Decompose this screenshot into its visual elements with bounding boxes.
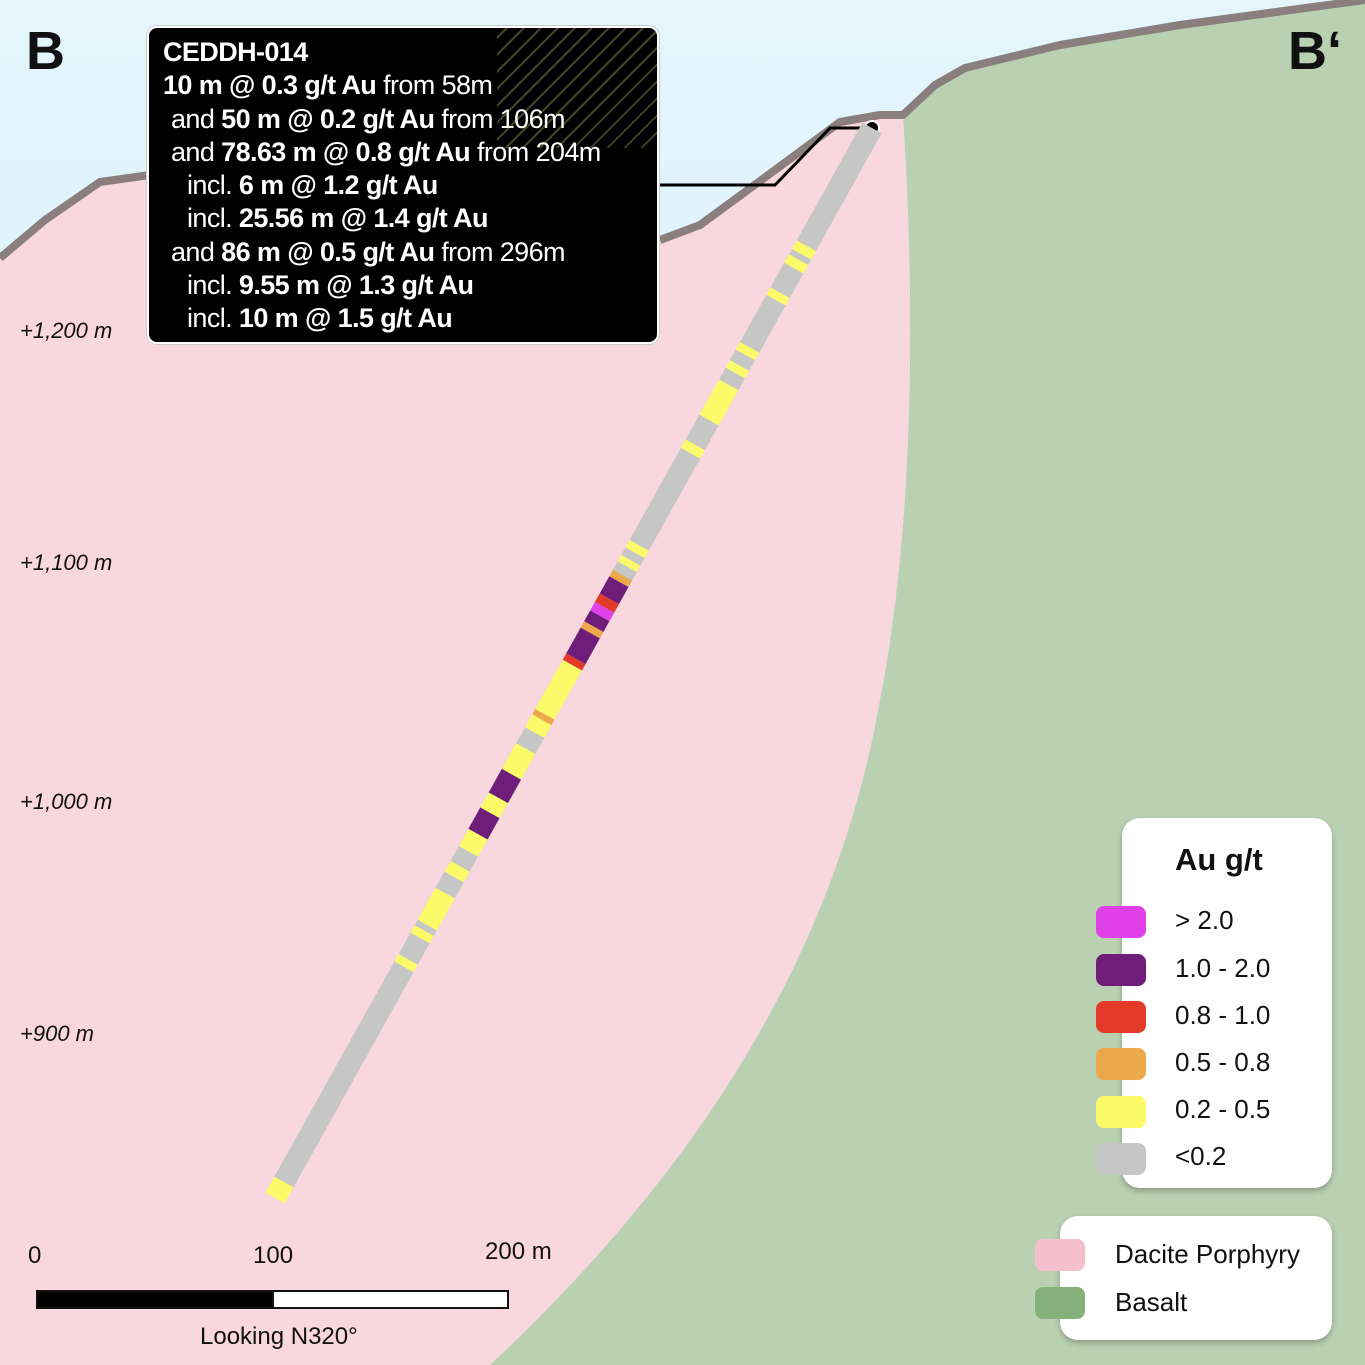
lithology-swatch bbox=[1035, 1287, 1085, 1319]
view-direction: Looking N320° bbox=[200, 1323, 358, 1350]
scale-tick-label: 0 bbox=[28, 1242, 42, 1269]
intercept-line: and 50 m @ 0.2 g/t Au from 106m bbox=[163, 103, 643, 136]
scale-bar-white bbox=[272, 1290, 509, 1309]
grade-swatch bbox=[1096, 1143, 1146, 1175]
callout-leader-line bbox=[660, 126, 872, 187]
assay-interval bbox=[590, 602, 615, 622]
intercept-prefix: and bbox=[171, 236, 222, 267]
grade-label: 0.8 - 1.0 bbox=[1175, 1000, 1271, 1030]
grade-legend bbox=[1122, 818, 1332, 1188]
assay-interval bbox=[584, 610, 610, 632]
assay-interval bbox=[394, 954, 418, 973]
intercept-line: incl. 25.56 m @ 1.4 g/t Au bbox=[163, 202, 643, 235]
intercept-interval: 78.63 m @ 0.8 g/t Au bbox=[221, 136, 471, 167]
scale-bar-black bbox=[36, 1290, 274, 1309]
lithology-label: Basalt bbox=[1115, 1287, 1188, 1317]
intercept-line: incl. 6 m @ 1.2 g/t Au bbox=[163, 169, 643, 202]
intercept-prefix: incl. bbox=[187, 203, 239, 234]
grade-label: 0.2 - 0.5 bbox=[1175, 1094, 1271, 1124]
intercept-suffix: from 58m bbox=[376, 70, 493, 101]
assay-interval bbox=[625, 539, 649, 559]
elevation-label: +900 m bbox=[20, 1021, 94, 1046]
elevation-label: +1,200 m bbox=[20, 318, 113, 343]
elevation-label: +1,000 m bbox=[20, 789, 113, 814]
assay-interval bbox=[535, 659, 582, 720]
assay-interval bbox=[680, 439, 705, 459]
assay-interval bbox=[417, 909, 443, 931]
grade-label: 0.5 - 0.8 bbox=[1175, 1047, 1271, 1077]
intercept-line: incl. 9.55 m @ 1.3 g/t Au bbox=[163, 269, 643, 302]
assay-interval bbox=[699, 379, 739, 426]
assay-interval bbox=[784, 254, 809, 274]
intercept-prefix: incl. bbox=[187, 170, 239, 201]
assay-interval bbox=[410, 925, 434, 944]
grade-label: > 2.0 bbox=[1175, 905, 1234, 935]
assay-interval bbox=[488, 768, 522, 804]
assay-interval bbox=[501, 743, 536, 780]
hole-id: CEDDH-014 bbox=[163, 37, 308, 67]
assay-interval bbox=[265, 1176, 294, 1204]
intercept-prefix: and bbox=[171, 136, 222, 167]
section-left-label: B bbox=[26, 21, 65, 81]
assay-interval bbox=[566, 627, 600, 665]
grade-swatch bbox=[1096, 906, 1146, 938]
grade-swatch bbox=[1096, 1048, 1146, 1080]
intercept-suffix: from 296m bbox=[434, 236, 565, 267]
assay-interval bbox=[525, 714, 552, 738]
assay-interval bbox=[766, 287, 790, 306]
assay-interval bbox=[609, 569, 633, 588]
assay-interval bbox=[617, 554, 641, 573]
intercept-interval: 10 m @ 1.5 g/t Au bbox=[238, 303, 453, 334]
intercept-interval: 86 m @ 0.5 g/t Au bbox=[221, 236, 435, 267]
section-right-label: B‘ bbox=[1288, 21, 1342, 81]
assay-interval bbox=[580, 621, 604, 639]
lithology-legend bbox=[1060, 1216, 1332, 1340]
assay-interval bbox=[423, 887, 455, 920]
grade-swatch bbox=[1096, 954, 1146, 986]
intercept-suffix: from 204m bbox=[470, 136, 601, 167]
lithology-label: Dacite Porphyry bbox=[1115, 1239, 1300, 1269]
dacite-porphyry-unit bbox=[0, 115, 911, 1365]
grade-label: <0.2 bbox=[1175, 1141, 1227, 1171]
topographic-surface bbox=[0, 0, 1365, 262]
assay-intervals bbox=[265, 240, 816, 1204]
grade-swatch bbox=[1096, 1096, 1146, 1128]
grade-swatch bbox=[1096, 1001, 1146, 1033]
assay-interval bbox=[791, 240, 816, 260]
intercept-line: incl. 10 m @ 1.5 g/t Au bbox=[163, 302, 643, 335]
intercept-interval: 6 m @ 1.2 g/t Au bbox=[238, 170, 438, 201]
grade-legend-title: Au g/t bbox=[1175, 842, 1263, 877]
callout-hatching bbox=[497, 28, 657, 148]
assay-interval bbox=[599, 576, 629, 605]
intercept-suffix: from 106m bbox=[434, 103, 565, 134]
intercept-interval: 25.56 m @ 1.4 g/t Au bbox=[238, 203, 489, 234]
assay-interval bbox=[594, 593, 619, 613]
assay-interval bbox=[562, 653, 586, 671]
assay-interval bbox=[444, 860, 470, 883]
scale-tick-label: 200 m bbox=[485, 1238, 552, 1265]
assay-interval bbox=[735, 341, 760, 361]
intercept-interval: 50 m @ 0.2 g/t Au bbox=[221, 103, 435, 134]
elevation-label: +1,100 m bbox=[20, 550, 113, 575]
intercept-line: and 78.63 m @ 0.8 g/t Au from 204m bbox=[163, 136, 643, 169]
scale-tick-label: 100 bbox=[253, 1242, 294, 1269]
drill-hole-callout: CEDDH-014 10 m @ 0.3 g/t Au from 58m and… bbox=[147, 26, 659, 344]
assay-interval bbox=[458, 828, 488, 857]
intercept-interval: 10 m @ 0.3 g/t Au bbox=[163, 70, 377, 101]
assay-interval bbox=[480, 792, 508, 819]
intercept-interval: 9.55 m @ 1.3 g/t Au bbox=[238, 270, 474, 301]
intercept-prefix: and bbox=[171, 103, 222, 134]
grade-label: 1.0 - 2.0 bbox=[1175, 953, 1271, 983]
intercept-prefix: incl. bbox=[187, 270, 239, 301]
intercept-prefix: incl. bbox=[187, 303, 239, 334]
intercept-line: and 86 m @ 0.5 g/t Au from 296m bbox=[163, 236, 643, 269]
assay-interval bbox=[468, 807, 500, 840]
assay-interval bbox=[532, 709, 555, 726]
assay-interval bbox=[725, 360, 750, 379]
lithology-swatch bbox=[1035, 1239, 1085, 1271]
intercept-line: 10 m @ 0.3 g/t Au from 58m bbox=[163, 69, 643, 102]
